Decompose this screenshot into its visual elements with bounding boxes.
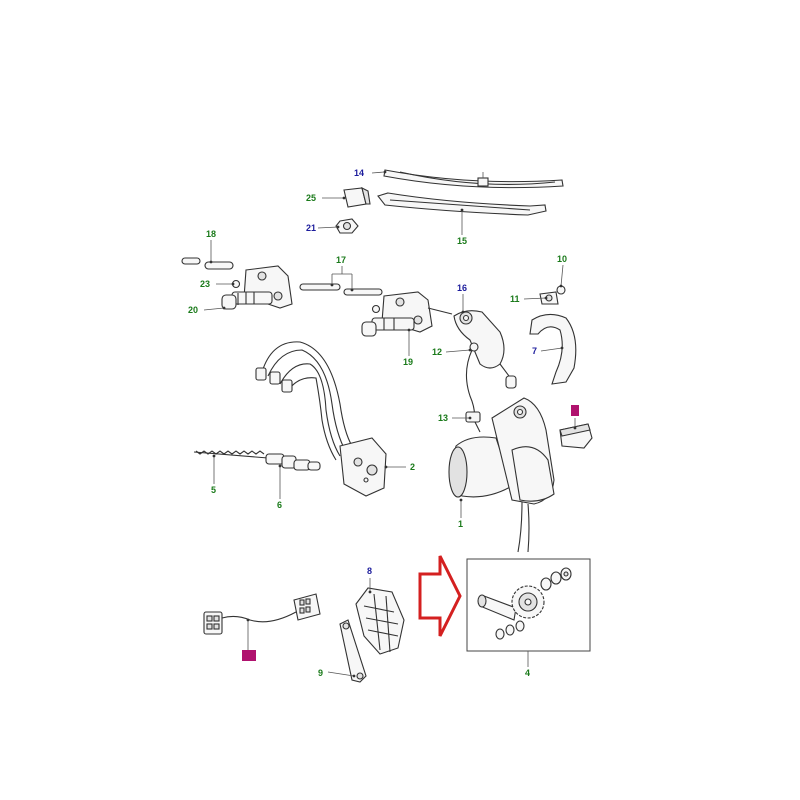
callout-1: 1 (458, 519, 463, 529)
wiper-motor (448, 397, 555, 553)
wiper-arm (377, 192, 547, 216)
callout-8: 8 (367, 566, 372, 576)
callout-23: 23 (200, 279, 210, 289)
callout-18: 18 (206, 229, 216, 239)
drive-cable-rods (299, 283, 383, 296)
motor-crank-linkage (453, 310, 517, 389)
callout-16: 16 (457, 283, 467, 293)
callout-labels: 14 25 21 15 18 23 20 17 19 16 12 10 11 7… (188, 168, 579, 678)
callout-4: 4 (525, 668, 530, 678)
callout-19: 19 (403, 357, 413, 367)
callout-6: 6 (277, 500, 282, 510)
wiring-harness (255, 341, 387, 497)
callout-10: 10 (557, 254, 567, 264)
callout-22: 22 (243, 651, 253, 661)
pointer-arrow (418, 555, 462, 637)
right-wheel-box (361, 291, 453, 337)
spindle-nut (335, 218, 359, 234)
leader-lines (203, 170, 577, 678)
arm-cap (343, 186, 371, 208)
connector-lead (465, 349, 481, 433)
callout-3: 3 (572, 406, 577, 416)
callout-12: 12 (432, 347, 442, 357)
wiper-blade (383, 169, 564, 189)
left-wheel-box (221, 265, 293, 310)
gear-kit-inset (466, 558, 591, 652)
callout-9: 9 (318, 668, 323, 678)
drive-cable (193, 450, 321, 471)
switch-lead (203, 593, 321, 635)
callout-22-badge: 22 (242, 650, 256, 661)
callout-11: 11 (510, 294, 520, 304)
callout-2: 2 (410, 462, 415, 472)
callout-15: 15 (457, 236, 467, 246)
drive-gear (511, 585, 545, 619)
callout-25: 25 (306, 193, 316, 203)
callout-3-badge: 3 (571, 405, 579, 416)
callout-17: 17 (336, 255, 346, 265)
callout-13: 13 (438, 413, 448, 423)
callout-20: 20 (188, 305, 198, 315)
callout-14: 14 (354, 168, 364, 178)
motor-bracket (559, 423, 593, 449)
mounting-strap (529, 285, 577, 385)
mounting-bracket (339, 619, 367, 683)
connecting-pins (181, 257, 234, 270)
callout-21: 21 (306, 223, 316, 233)
mounting-pad (355, 587, 405, 655)
callout-5: 5 (211, 485, 216, 495)
callout-7: 7 (532, 346, 537, 356)
